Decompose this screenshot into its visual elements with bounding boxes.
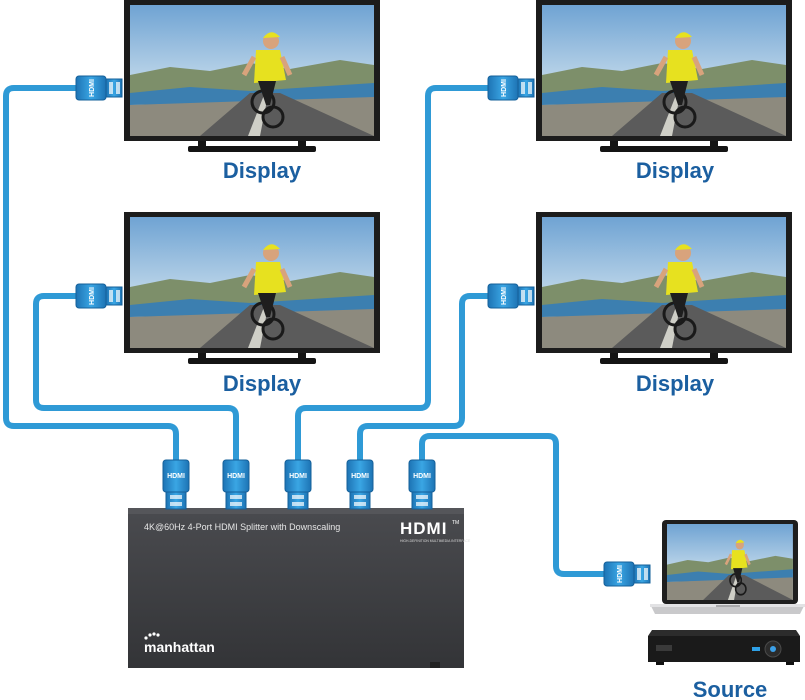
svg-text:HDMI: HDMI xyxy=(89,79,96,97)
display-label-2: Display xyxy=(223,371,302,396)
hdmi-plug-icon: HDMI xyxy=(75,75,123,101)
media-player-icon xyxy=(648,630,800,665)
hdmi-plug-icon: HDMI xyxy=(346,459,374,510)
svg-text:HDMI: HDMI xyxy=(501,79,508,97)
cable-display-2 xyxy=(33,293,239,463)
svg-text:HDMI: HDMI xyxy=(351,473,369,480)
svg-text:HDMI: HDMI xyxy=(617,565,624,583)
tv-monitor-icon xyxy=(124,212,380,364)
source-label: Source xyxy=(693,677,768,700)
display-2 xyxy=(124,212,380,364)
display-label-1: Display xyxy=(223,158,302,183)
tv-monitor-icon xyxy=(536,212,792,364)
cable-display-4 xyxy=(357,293,491,463)
tv-monitor-icon xyxy=(536,0,792,152)
hdmi-plug-icon: HDMI xyxy=(222,459,250,510)
display-3 xyxy=(536,0,792,152)
hdmi-plug-icon: HDMI xyxy=(284,459,312,510)
display-4 xyxy=(536,212,792,364)
laptop-icon xyxy=(650,520,805,614)
svg-text:HDMI: HDMI xyxy=(167,473,185,480)
hdmi-plug-icon: HDMI xyxy=(487,283,535,309)
svg-text:manhattan: manhattan xyxy=(144,639,215,655)
hdmi-tagline: HIGH-DEFINITION MULTIMEDIA INTERFACE xyxy=(400,539,471,543)
svg-text:HDMI: HDMI xyxy=(413,473,431,480)
hdmi-trademark: TM xyxy=(452,520,459,526)
hdmi-plug-icon: HDMI xyxy=(408,459,436,510)
svg-text:HDMI: HDMI xyxy=(227,473,245,480)
svg-text:HDMI: HDMI xyxy=(501,287,508,305)
manhattan-logo: manhattan xyxy=(144,632,215,655)
hdmi-splitter-device: 4K@60Hz 4-Port HDMI Splitter with Downsc… xyxy=(128,508,471,668)
cable-display-1 xyxy=(3,85,179,463)
hdmi-cables xyxy=(3,85,607,577)
display-label-3: Display xyxy=(636,158,715,183)
display-label-4: Display xyxy=(636,371,715,396)
cable-display-3 xyxy=(295,85,491,463)
hdmi-logo: HDMI xyxy=(400,519,447,538)
cable-source xyxy=(419,433,607,577)
svg-text:HDMI: HDMI xyxy=(289,473,307,480)
tv-monitor-icon xyxy=(124,0,380,152)
hdmi-plug-icon: HDMI xyxy=(75,283,123,309)
device-button xyxy=(430,662,440,668)
display-1 xyxy=(124,0,380,152)
device-description: 4K@60Hz 4-Port HDMI Splitter with Downsc… xyxy=(144,522,340,532)
svg-text:HDMI: HDMI xyxy=(89,287,96,305)
hdmi-plug-icon: HDMI xyxy=(603,561,651,587)
hdmi-plug-icon: HDMI xyxy=(162,459,190,510)
hdmi-plug-icon: HDMI xyxy=(487,75,535,101)
